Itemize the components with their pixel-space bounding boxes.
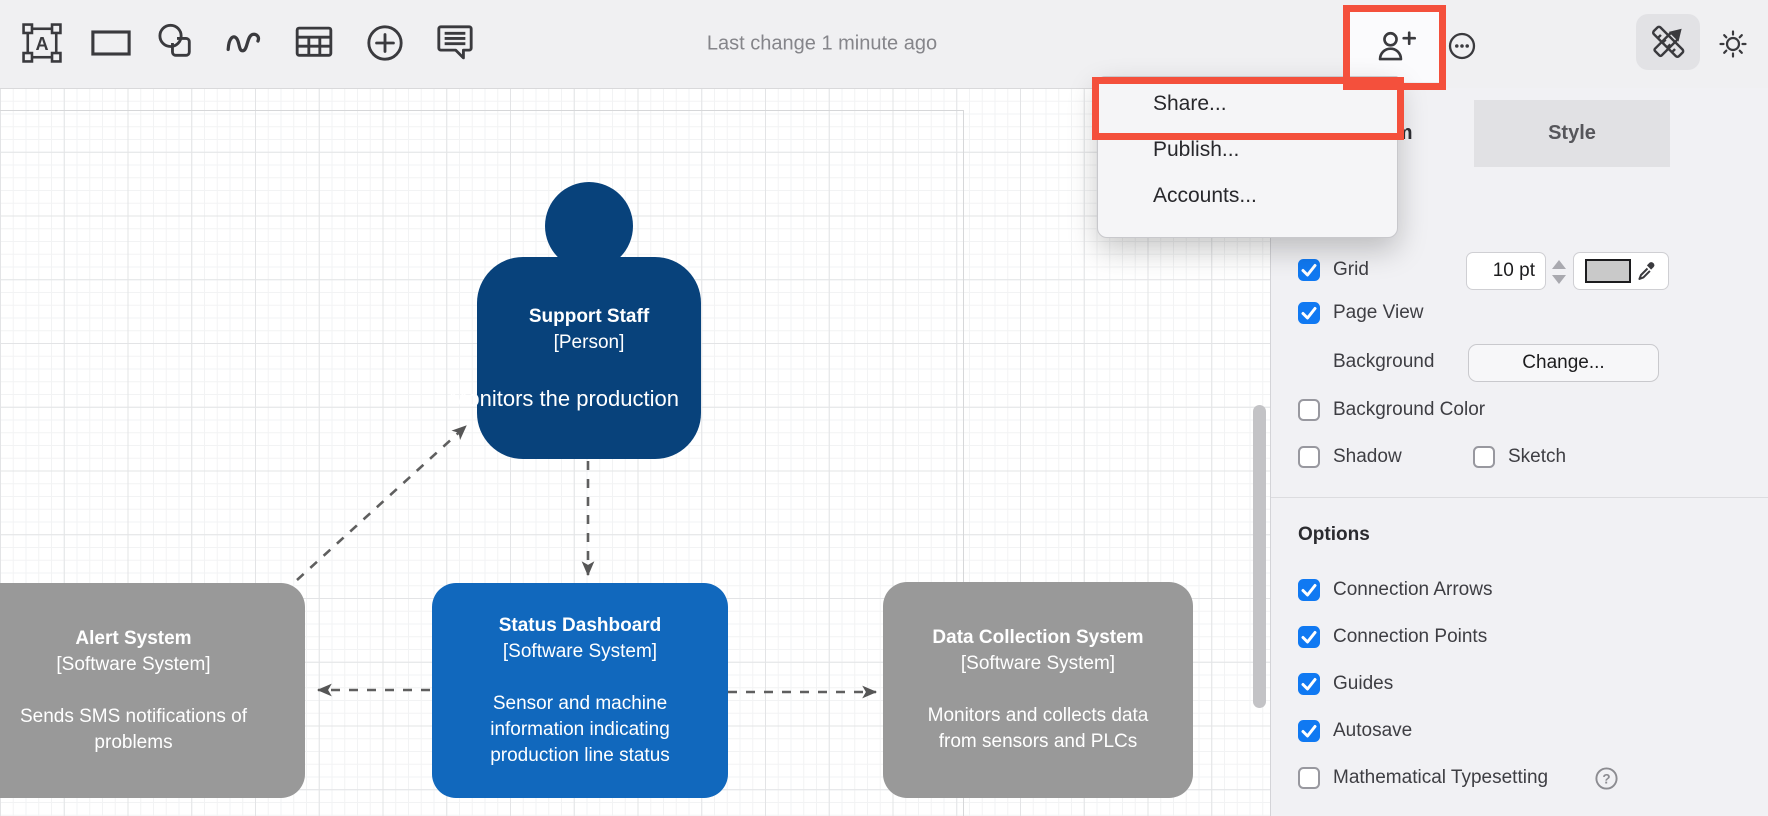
node-description: Sensor and machine information indicatin… — [490, 692, 670, 766]
table-tool-button[interactable] — [290, 19, 338, 67]
node-support-staff-head[interactable] — [545, 182, 633, 270]
pencil-ruler-icon — [1648, 22, 1688, 62]
node-support-staff[interactable]: Support Staff [Person] Monitors the prod… — [449, 257, 701, 459]
svg-text:?: ? — [1602, 771, 1610, 786]
menu-item-publish[interactable]: Publish... — [1153, 138, 1240, 161]
table-icon — [292, 21, 336, 65]
freehand-icon — [223, 21, 267, 65]
person-plus-icon — [1374, 27, 1418, 67]
node-description: Monitors and collects data from sensors … — [927, 705, 1149, 752]
checkbox-connection-points[interactable] — [1298, 626, 1320, 648]
collaborator-menu: Share... Publish... Accounts... — [1097, 76, 1398, 238]
background-change-button[interactable]: Change... — [1468, 344, 1659, 382]
node-subtitle: [Software System] — [56, 653, 211, 675]
checkbox-sketch[interactable] — [1473, 446, 1495, 468]
node-status-dashboard[interactable]: Status Dashboard [Software System] Senso… — [432, 583, 728, 798]
toolbar: A — [0, 0, 1768, 89]
ellipsis-circle-icon — [1437, 21, 1487, 71]
add-collaborator-button[interactable] — [1350, 12, 1442, 82]
node-title: Support Staff — [528, 306, 650, 327]
node-subtitle: [Software System] — [502, 640, 658, 662]
node-description: Sends SMS notifications of problems — [19, 705, 248, 753]
background-color-label: Background Color — [1333, 399, 1486, 420]
options-header: Options — [1298, 524, 1370, 545]
node-subtitle: [Software System] — [960, 653, 1116, 674]
diagram-canvas[interactable]: Support Staff [Person] Monitors the prod… — [0, 88, 1270, 816]
shadow-label: Shadow — [1333, 446, 1402, 467]
rectangle-tool-button[interactable] — [87, 19, 135, 67]
autosave-label: Autosave — [1333, 720, 1413, 741]
last-change-status: Last change 1 minute ago — [706, 32, 938, 55]
grid-color-button[interactable] — [1573, 252, 1669, 290]
rectangle-icon — [89, 21, 133, 65]
sketch-label: Sketch — [1508, 446, 1567, 467]
checkbox-autosave[interactable] — [1298, 720, 1320, 742]
edge-alert-to-person[interactable] — [296, 425, 467, 581]
freehand-tool-button[interactable] — [221, 19, 269, 67]
mathematical-typesetting-label: Mathematical Typesetting — [1333, 767, 1549, 788]
diagram-edges — [296, 425, 878, 699]
grid-label: Grid — [1333, 259, 1369, 280]
eyedropper-icon — [1636, 260, 1658, 282]
checkbox-connection-arrows[interactable] — [1298, 579, 1320, 601]
grid-color-swatch — [1584, 259, 1631, 283]
node-title: Data Collection System — [932, 627, 1144, 648]
stepper-up-icon[interactable] — [1552, 260, 1566, 269]
menu-item-share[interactable]: Share... — [1153, 92, 1227, 115]
node-title: Alert System — [75, 627, 192, 649]
page-border-right — [963, 110, 964, 816]
canvas-vertical-scrollbar[interactable] — [1253, 405, 1266, 708]
node-description: Monitors the production — [449, 386, 679, 411]
checkbox-guides[interactable] — [1298, 673, 1320, 695]
page-view-label: Page View — [1333, 302, 1424, 323]
node-subtitle: [Person] — [553, 332, 625, 353]
checkbox-shadow[interactable] — [1298, 446, 1320, 468]
shapes-tool-button[interactable] — [153, 19, 201, 67]
stepper-down-icon[interactable] — [1552, 275, 1566, 284]
appearance-toggle-button[interactable] — [1708, 19, 1758, 69]
checkbox-background-color[interactable] — [1298, 399, 1320, 421]
menu-item-accounts[interactable]: Accounts... — [1153, 184, 1257, 207]
plus-circle-icon — [363, 21, 407, 65]
checkbox-mathematical-typesetting[interactable] — [1298, 767, 1320, 789]
comment-icon — [433, 21, 477, 65]
grid-size-input[interactable] — [1466, 252, 1546, 290]
node-title: Status Dashboard — [498, 614, 662, 636]
text-tool-button[interactable]: A — [18, 19, 66, 67]
sketch-theme-toggle-button[interactable] — [1636, 14, 1700, 70]
more-options-button[interactable] — [1437, 21, 1487, 71]
node-alert-system[interactable]: Alert System [Software System] Sends SMS… — [0, 583, 305, 798]
sun-icon — [1709, 20, 1757, 68]
checkbox-grid[interactable] — [1298, 259, 1320, 281]
shapes-icon — [155, 21, 199, 65]
grid-size-stepper[interactable] — [1551, 256, 1567, 288]
guides-label: Guides — [1333, 673, 1394, 694]
connection-points-label: Connection Points — [1333, 626, 1488, 647]
background-label: Background — [1333, 351, 1435, 372]
comment-tool-button[interactable] — [431, 19, 479, 67]
page-border-top — [0, 110, 963, 111]
panel-divider — [1271, 497, 1768, 498]
insert-tool-button[interactable] — [361, 19, 409, 67]
node-data-collection-system[interactable]: Data Collection System [Software System]… — [883, 582, 1193, 798]
text-tool-icon: A — [20, 21, 64, 65]
connection-arrows-label: Connection Arrows — [1333, 579, 1493, 600]
checkbox-page-view[interactable] — [1298, 302, 1320, 324]
tab-style[interactable]: Style — [1474, 100, 1670, 167]
svg-text:A: A — [35, 34, 48, 54]
help-icon[interactable]: ? — [1594, 766, 1619, 791]
